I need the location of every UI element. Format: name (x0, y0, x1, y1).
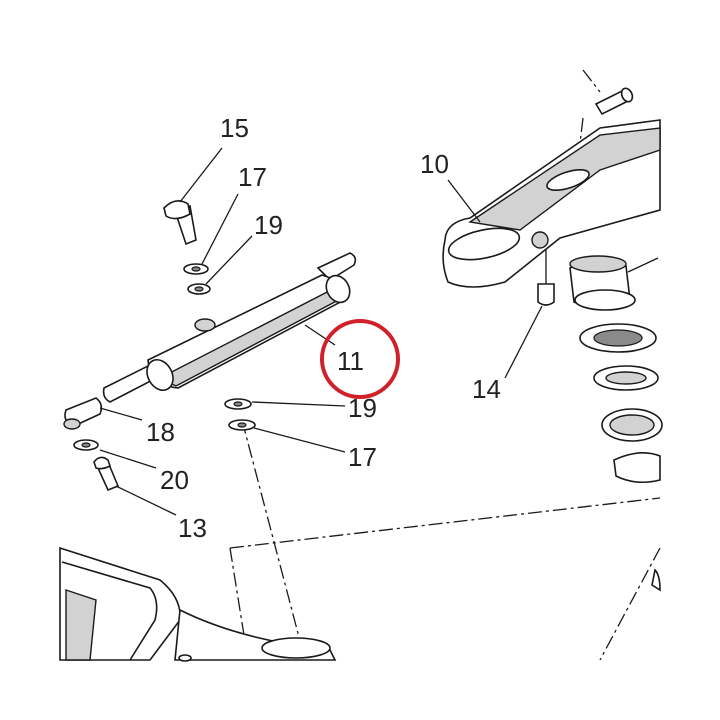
callout-18: 18 (146, 417, 175, 447)
leader-lines (99, 147, 659, 516)
callout-10: 10 (420, 149, 449, 179)
callout-11: 11 (337, 346, 364, 376)
callout-14: 14 (472, 374, 501, 404)
highlight-ring (320, 319, 400, 399)
steering-damper (63, 252, 357, 430)
callout-17-top: 17 (238, 162, 267, 192)
bolt-14 (537, 250, 555, 306)
top-yoke (442, 87, 661, 288)
frame-fragment (59, 546, 661, 662)
lower-fasteners (73, 398, 256, 492)
callout-15: 15 (220, 113, 249, 143)
callout-19-bottom: 19 (348, 393, 377, 423)
steering-bearing-stack (569, 255, 663, 484)
callout-17-bottom: 17 (348, 442, 377, 472)
callout-20: 20 (160, 465, 189, 495)
callout-13: 13 (178, 513, 207, 543)
bolt-15-set (163, 200, 211, 295)
callout-19-top: 19 (254, 210, 283, 240)
callout-labels: 15 17 19 10 11 14 19 18 17 20 13 (146, 113, 501, 543)
